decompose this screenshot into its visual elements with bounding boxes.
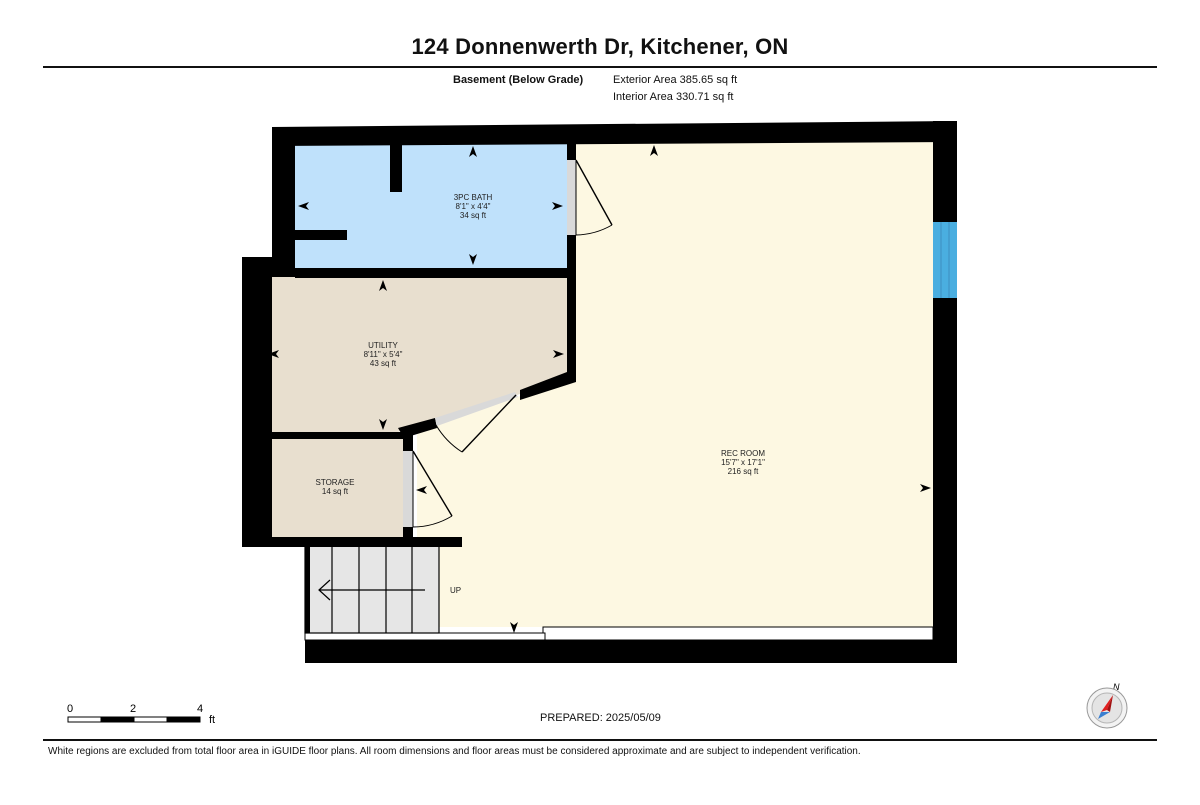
rec-room-bottom-ledge — [542, 626, 934, 641]
stairs-bottom-ledge — [304, 632, 546, 641]
bath-dims: 8'1" x 4'4" — [456, 202, 491, 211]
bath-floor — [295, 142, 567, 269]
bath-area: 34 sq ft — [460, 211, 487, 220]
stairs-floor — [305, 545, 439, 633]
storage-door — [403, 450, 453, 528]
bath-name: 3PC BATH — [454, 193, 493, 202]
page-title: 124 Donnenwerth Dr, Kitchener, ON — [411, 34, 789, 59]
disclaimer-text: White regions are excluded from total fl… — [48, 746, 861, 757]
utility-dims: 8'11" x 5'4" — [364, 350, 403, 359]
storage-name: STORAGE — [316, 478, 355, 487]
scale-tick-4: 4 — [197, 703, 203, 715]
stairs-label: UP — [450, 586, 461, 595]
stairs — [304, 544, 440, 634]
prepared-date: PREPARED: 2025/05/09 — [540, 712, 661, 724]
scale-tick-0: 0 — [67, 703, 73, 715]
level-label: Basement (Below Grade) — [453, 74, 584, 86]
exterior-area: Exterior Area 385.65 sq ft — [613, 74, 738, 86]
utility-area: 43 sq ft — [370, 359, 397, 368]
rec-room-dims: 15'7" x 17'1" — [721, 458, 765, 467]
utility-floor — [265, 276, 567, 432]
scale-unit: ft — [209, 714, 215, 726]
header-divider — [43, 66, 1157, 68]
rec-room-area: 216 sq ft — [728, 467, 759, 476]
window — [933, 222, 957, 298]
walls — [242, 121, 957, 663]
utility-name: UTILITY — [368, 341, 398, 350]
footer-divider — [43, 739, 1157, 741]
stairs-arrow — [318, 579, 425, 601]
compass-north-label: N — [1113, 682, 1120, 692]
dimension-arrows — [268, 145, 931, 633]
utility-door — [435, 392, 518, 453]
bath-door — [567, 159, 613, 236]
scale-bar: 0 2 4 ft — [67, 702, 227, 733]
rec-room-name: REC ROOM — [721, 449, 765, 458]
scale-tick-2: 2 — [130, 703, 136, 715]
storage-area: 14 sq ft — [322, 487, 349, 496]
interior-area: Interior Area 330.71 sq ft — [613, 91, 734, 103]
storage-floor — [265, 437, 405, 537]
rec-room-floor — [305, 142, 933, 627]
compass-icon: N — [1085, 681, 1131, 734]
window-mullions — [940, 222, 950, 298]
